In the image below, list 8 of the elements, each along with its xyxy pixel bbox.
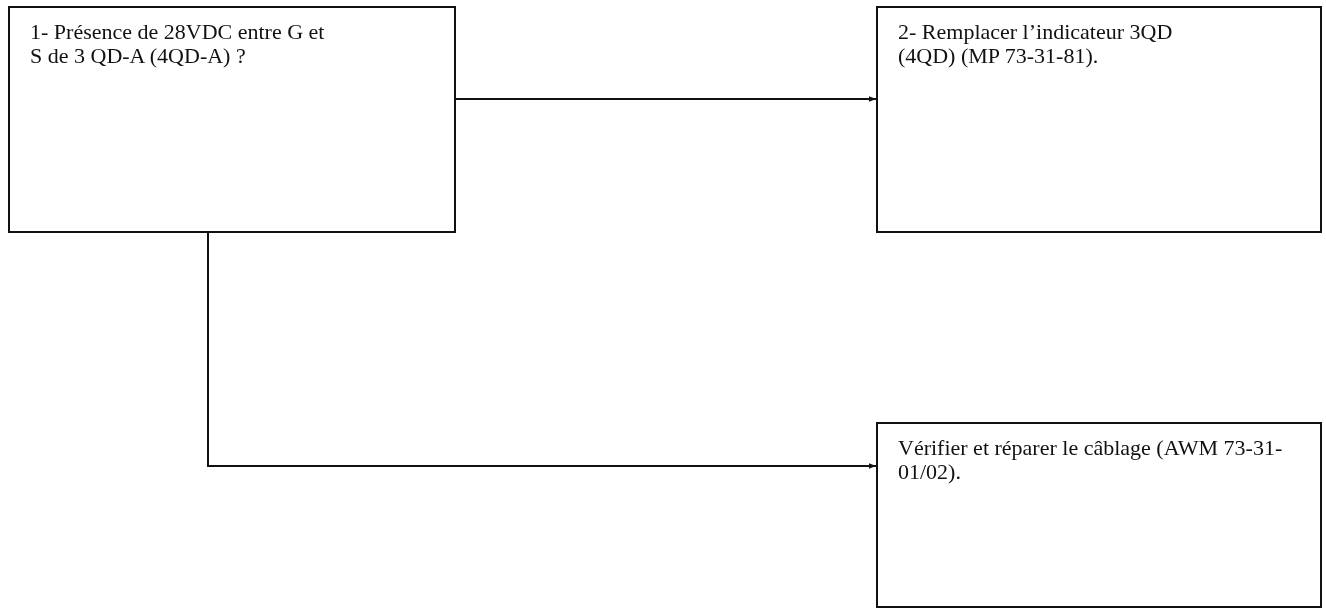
box-text: 2- Remplacer l’indicateur 3QD (4QD) (MP 73-31-81). xyxy=(898,20,1174,68)
arrow xyxy=(455,96,877,102)
process-box xyxy=(876,6,1322,233)
box-text: 1- Présence de 28VDC entre G et S de 3 QD-A (4QD-A) ? xyxy=(30,20,326,68)
box-text: Vérifier et réparer le câblage (AWM 73-31-01/02). xyxy=(898,436,1284,484)
arrow xyxy=(207,232,877,469)
process-box xyxy=(876,422,1322,608)
process-box xyxy=(8,6,456,233)
